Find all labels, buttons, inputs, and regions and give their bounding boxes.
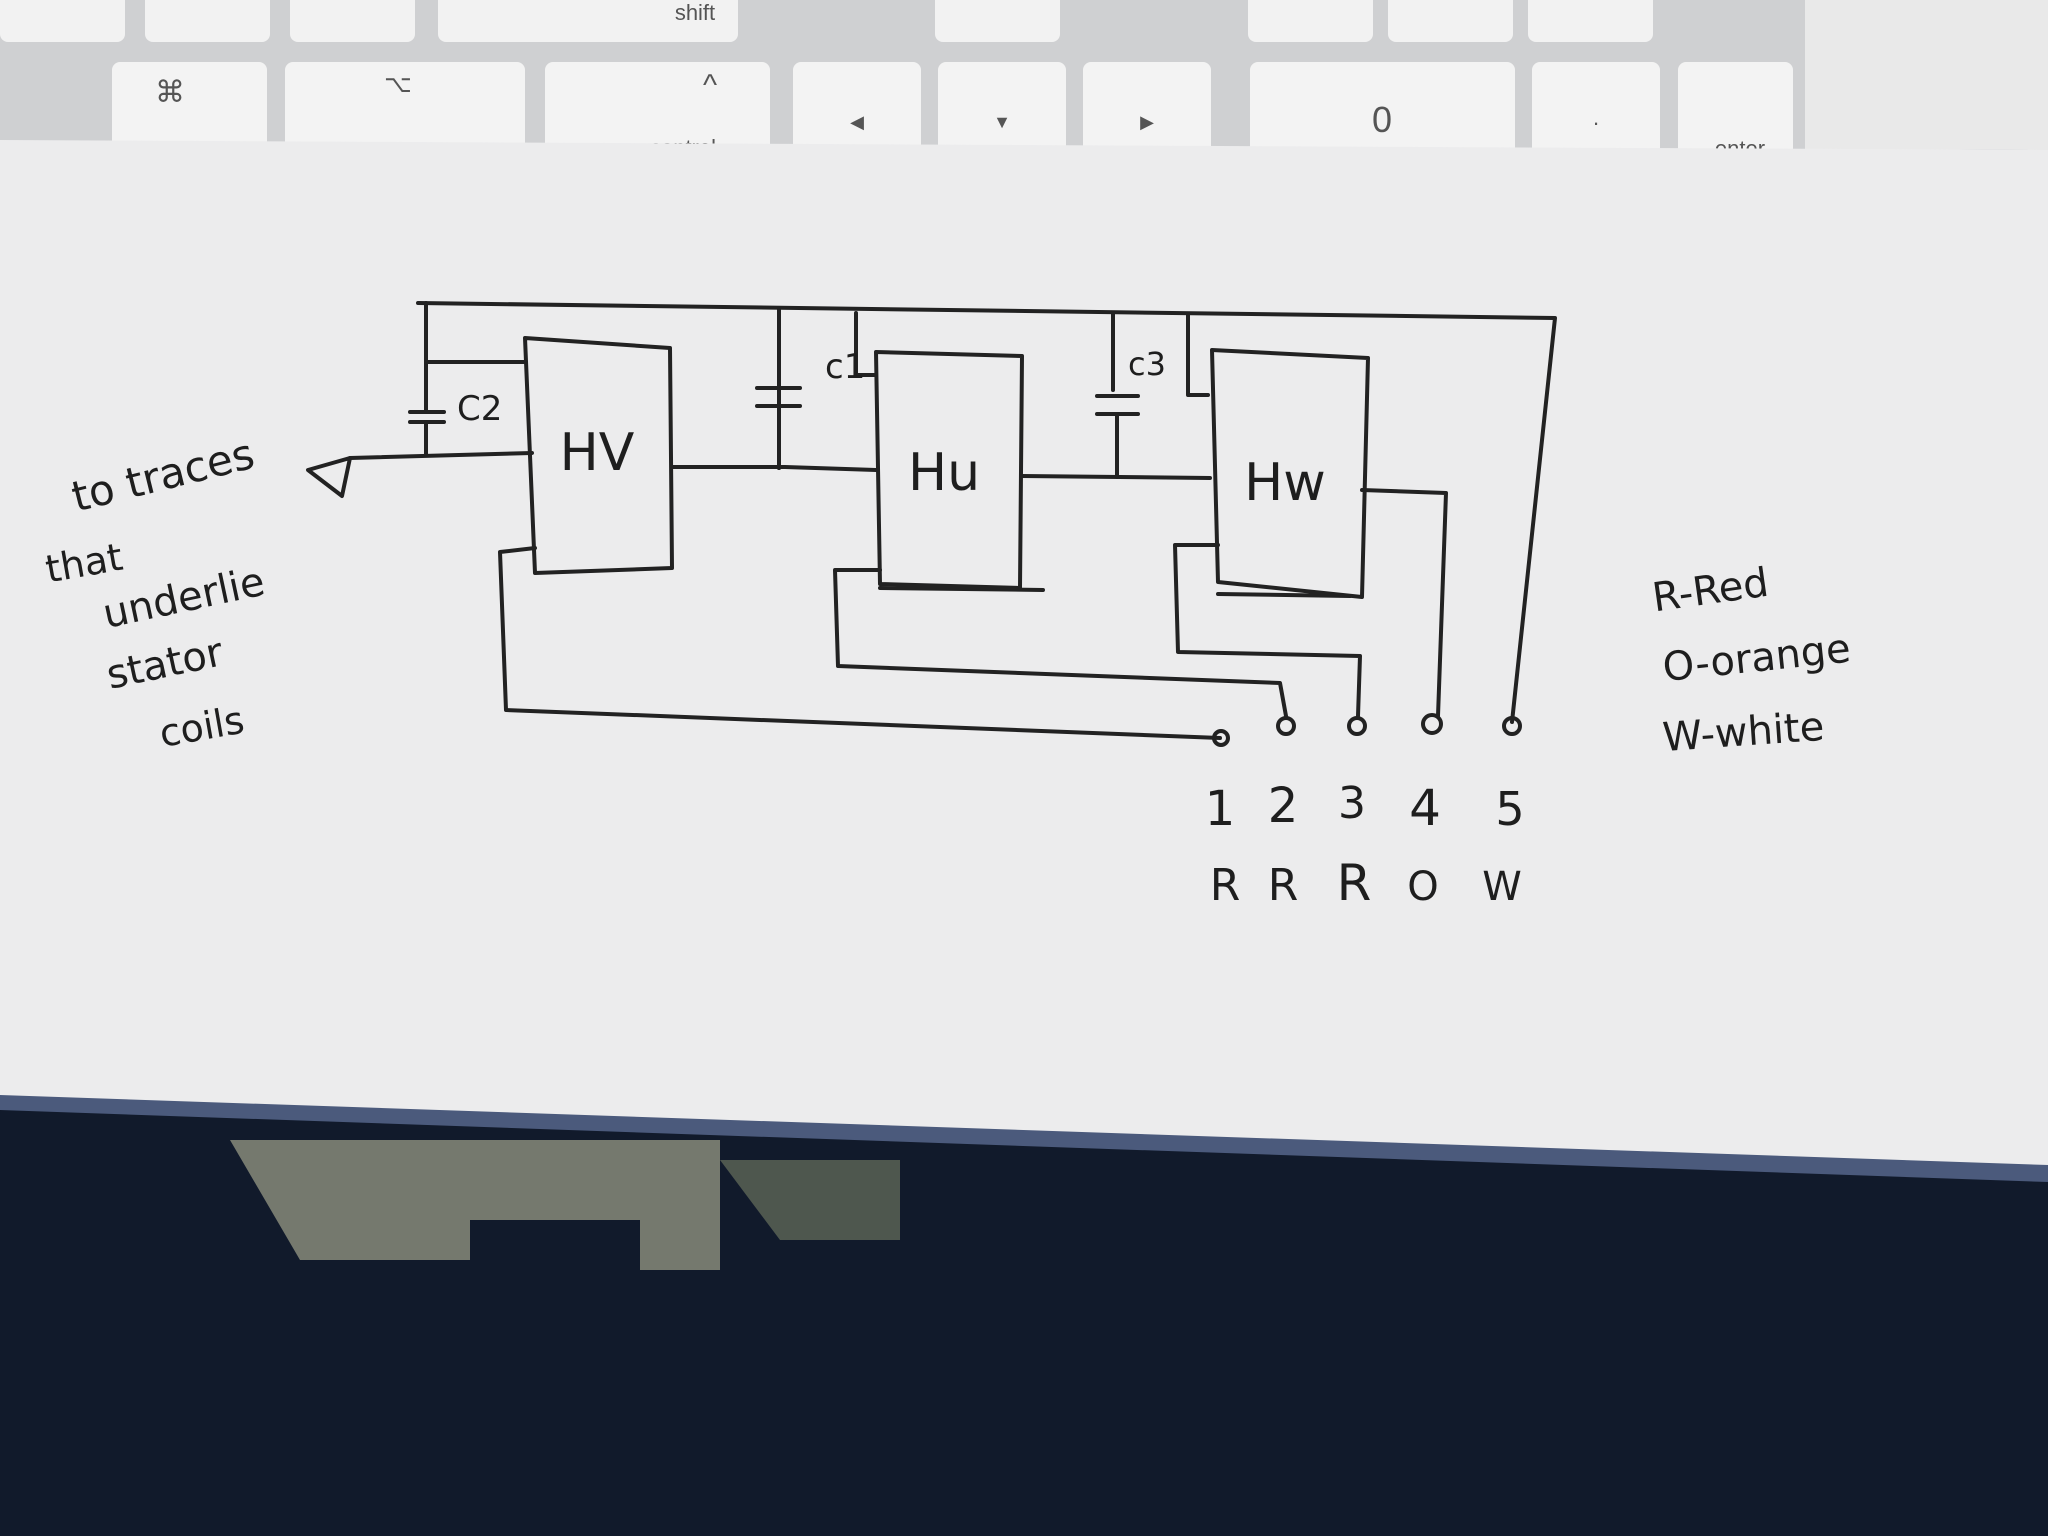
pin-number-1: 1 — [1205, 781, 1236, 837]
arrow-right-key — [1083, 62, 1211, 167]
arrow-left-key — [793, 62, 921, 167]
hw-label: Hw — [1244, 453, 1326, 513]
control-key — [545, 62, 770, 157]
shift-key-label: shift — [675, 0, 715, 25]
schematic-wires — [306, 301, 1557, 740]
pin-color-1: R — [1210, 860, 1241, 911]
terminal-2 — [1276, 716, 1296, 736]
c2-label: C2 — [457, 389, 502, 429]
camo-patch — [230, 1140, 720, 1270]
dot-key-label: . — [1593, 105, 1599, 130]
pin-number-5: 5 — [1495, 782, 1524, 836]
camo-patch — [720, 1160, 900, 1240]
legend-white: W-white — [1661, 704, 1826, 761]
terminal-3 — [1347, 716, 1367, 736]
arrow-left-icon: ◀ — [850, 112, 864, 132]
pin-number-3: 3 — [1338, 778, 1366, 829]
c1-label: c1 — [825, 347, 865, 387]
arrow-right-icon: ▶ — [1140, 112, 1154, 132]
dot-key — [1532, 62, 1660, 167]
arrow-down-icon: ▼ — [993, 112, 1011, 132]
pin-color-5: W — [1482, 864, 1522, 910]
terminal-5 — [1502, 716, 1522, 736]
pin-color-3: R — [1337, 854, 1372, 912]
shift-key — [438, 0, 738, 42]
enter-key — [1678, 62, 1793, 174]
option-key-symbol: ⌥ — [384, 71, 412, 98]
pin-number-4: 4 — [1409, 779, 1441, 837]
pin-number-2: 2 — [1268, 778, 1299, 834]
paper-card — [0, 140, 2048, 1165]
terminal-4 — [1421, 713, 1443, 735]
arrow-down-key — [938, 62, 1066, 167]
terminal-pins — [1212, 713, 1522, 747]
hu-label: Hu — [908, 443, 980, 503]
zero-key-label: 0 — [1372, 99, 1392, 140]
command-key — [112, 62, 267, 157]
hv-label: HV — [560, 423, 635, 483]
terminal-1 — [1212, 729, 1230, 747]
command-key-symbol: ⌘ — [155, 76, 185, 109]
zero-key — [1250, 62, 1515, 167]
option-key — [285, 62, 525, 157]
keyboard-keys — [0, 0, 2048, 174]
c3-label: c3 — [1128, 345, 1166, 383]
control-key-symbol: ^ — [703, 69, 717, 102]
pin-color-4: O — [1407, 864, 1438, 910]
pin-color-2: R — [1268, 860, 1299, 911]
